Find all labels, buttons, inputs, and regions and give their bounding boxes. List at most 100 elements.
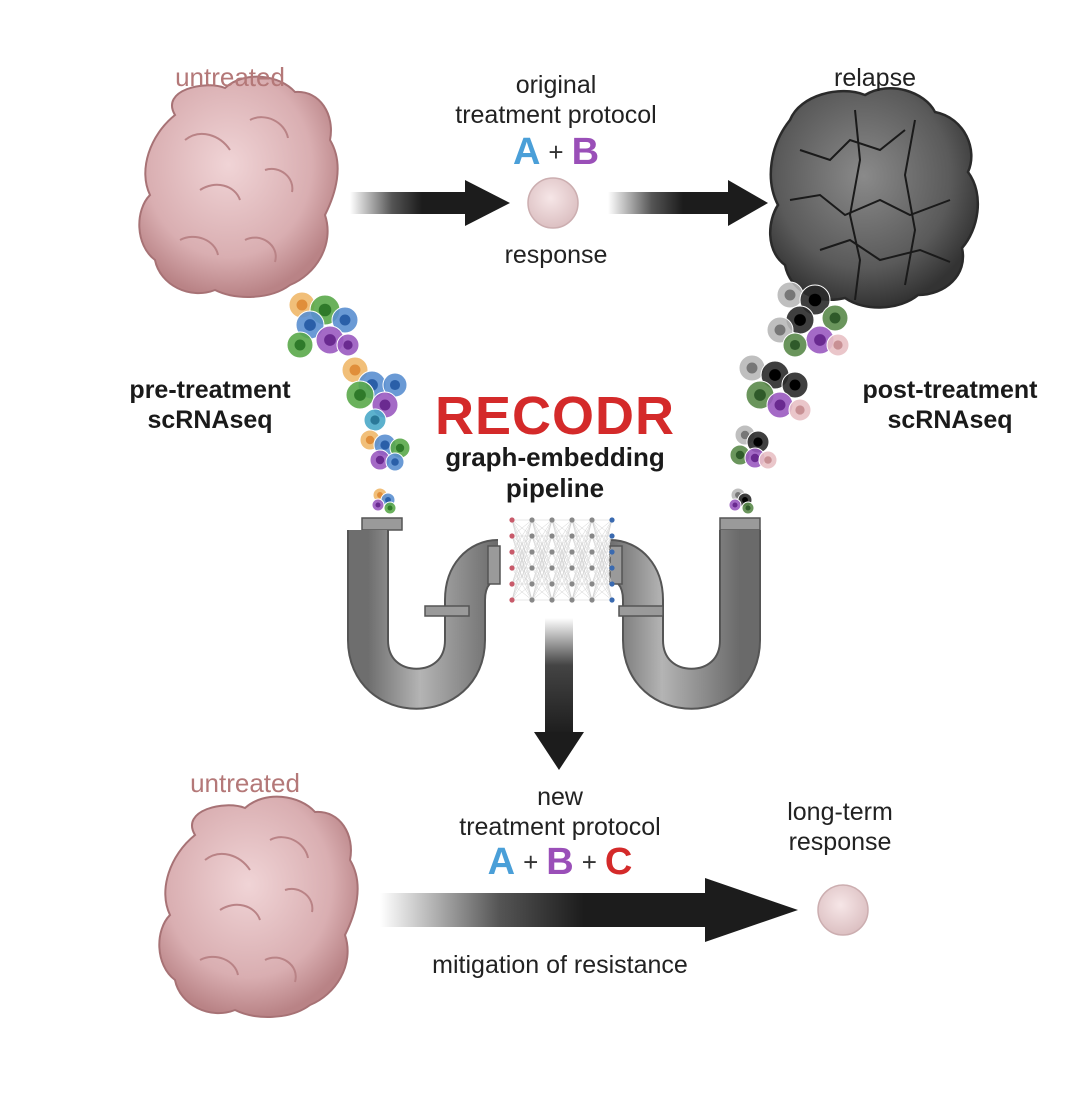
network-node bbox=[569, 549, 575, 555]
network-node bbox=[529, 581, 535, 587]
plus-sign: + bbox=[548, 137, 564, 167]
network-edge bbox=[571, 519, 593, 601]
network-node bbox=[589, 517, 595, 523]
network-edge bbox=[551, 519, 573, 537]
network-node bbox=[509, 533, 515, 539]
network-node bbox=[589, 597, 595, 603]
network-node bbox=[609, 565, 615, 571]
network-edge bbox=[571, 551, 593, 601]
network-node bbox=[509, 565, 515, 571]
network-node bbox=[609, 517, 615, 523]
cell-nucleus bbox=[370, 415, 380, 425]
drug-c: C bbox=[604, 841, 633, 883]
drug-b: B bbox=[546, 841, 574, 883]
network-node bbox=[549, 597, 555, 603]
network-edge bbox=[551, 583, 573, 601]
label-relapse: relapse bbox=[834, 64, 916, 92]
network-node bbox=[529, 533, 535, 539]
untreated-tumor-bottom bbox=[158, 795, 359, 1018]
cell-nucleus bbox=[789, 379, 801, 391]
network-edge bbox=[571, 519, 593, 569]
post-treatment-cell-stream bbox=[728, 281, 850, 515]
cell-nucleus bbox=[829, 312, 841, 324]
long-term-response-small-tumor bbox=[817, 884, 869, 936]
recodr-title: RECODR bbox=[434, 386, 675, 446]
label-pipeline: graph-embedding pipeline bbox=[445, 442, 665, 504]
network-edge bbox=[531, 535, 553, 601]
cell-nucleus bbox=[750, 453, 760, 463]
network-node bbox=[569, 597, 575, 603]
network-edge bbox=[511, 519, 533, 585]
cell-nucleus bbox=[318, 303, 332, 317]
network-node bbox=[549, 517, 555, 523]
network-node bbox=[509, 549, 515, 555]
network-edge bbox=[591, 551, 613, 601]
label-untreated-bottom: untreated bbox=[190, 768, 300, 798]
network-node bbox=[549, 549, 555, 555]
cell-nucleus bbox=[385, 497, 391, 503]
arrow-pipeline-down bbox=[534, 618, 584, 770]
network-edge bbox=[511, 567, 533, 601]
network-node bbox=[529, 517, 535, 523]
network-node bbox=[589, 565, 595, 571]
network-edge bbox=[511, 535, 533, 601]
cell-nucleus bbox=[380, 440, 390, 450]
label-long-term-response: long-term response bbox=[787, 798, 893, 856]
network-node bbox=[529, 565, 535, 571]
cell-nucleus bbox=[784, 289, 796, 301]
cell-nucleus bbox=[764, 456, 772, 464]
cell-nucleus bbox=[343, 340, 353, 350]
network-node bbox=[549, 533, 555, 539]
network-edge bbox=[591, 535, 613, 601]
label-original-protocol: original treatment protocol bbox=[455, 71, 657, 129]
network-node bbox=[549, 565, 555, 571]
cell-nucleus bbox=[795, 405, 805, 415]
network-edge bbox=[551, 519, 573, 553]
cell-nucleus bbox=[339, 314, 351, 326]
network-edge bbox=[571, 583, 593, 601]
cell-nucleus bbox=[753, 437, 763, 447]
network-edge bbox=[551, 519, 573, 601]
plus-sign: + bbox=[581, 847, 597, 877]
cell-nucleus bbox=[808, 293, 822, 307]
cell-nucleus bbox=[746, 362, 758, 374]
cell-nucleus bbox=[375, 455, 385, 465]
cell-nucleus bbox=[365, 435, 375, 445]
network-node bbox=[549, 581, 555, 587]
cell-nucleus bbox=[774, 399, 786, 411]
network-edge bbox=[571, 567, 593, 601]
network-edge bbox=[551, 551, 573, 601]
network-edge bbox=[591, 567, 613, 601]
network-node bbox=[609, 549, 615, 555]
cell-nucleus bbox=[740, 430, 750, 440]
network-edge bbox=[511, 583, 533, 601]
drug-a: A bbox=[512, 131, 541, 173]
cell-nucleus bbox=[354, 389, 366, 401]
cell-nucleus bbox=[375, 502, 381, 508]
network-edge bbox=[591, 519, 613, 601]
label-new-protocol: new treatment protocol bbox=[459, 783, 661, 841]
network-edge bbox=[571, 519, 593, 585]
cell-nucleus bbox=[349, 364, 361, 376]
network-edge bbox=[531, 583, 553, 601]
network-edge bbox=[531, 551, 553, 601]
network-node bbox=[589, 581, 595, 587]
network-edge bbox=[531, 519, 553, 585]
network-edge bbox=[511, 551, 533, 601]
network-edge bbox=[571, 519, 593, 537]
network-edge bbox=[511, 519, 533, 537]
network-edge bbox=[591, 519, 613, 553]
network-node bbox=[609, 597, 615, 603]
network-edge bbox=[591, 519, 613, 537]
network-edge bbox=[531, 567, 553, 601]
network-edge bbox=[531, 519, 553, 537]
untreated-tumor-top bbox=[138, 75, 339, 298]
cell-nucleus bbox=[379, 399, 391, 411]
network-edge bbox=[551, 567, 573, 601]
cell-nucleus bbox=[789, 339, 801, 351]
response-small-tumor bbox=[527, 177, 579, 229]
cell-nucleus bbox=[395, 443, 405, 453]
cell-nucleus bbox=[742, 497, 748, 503]
cell-nucleus bbox=[794, 314, 806, 326]
